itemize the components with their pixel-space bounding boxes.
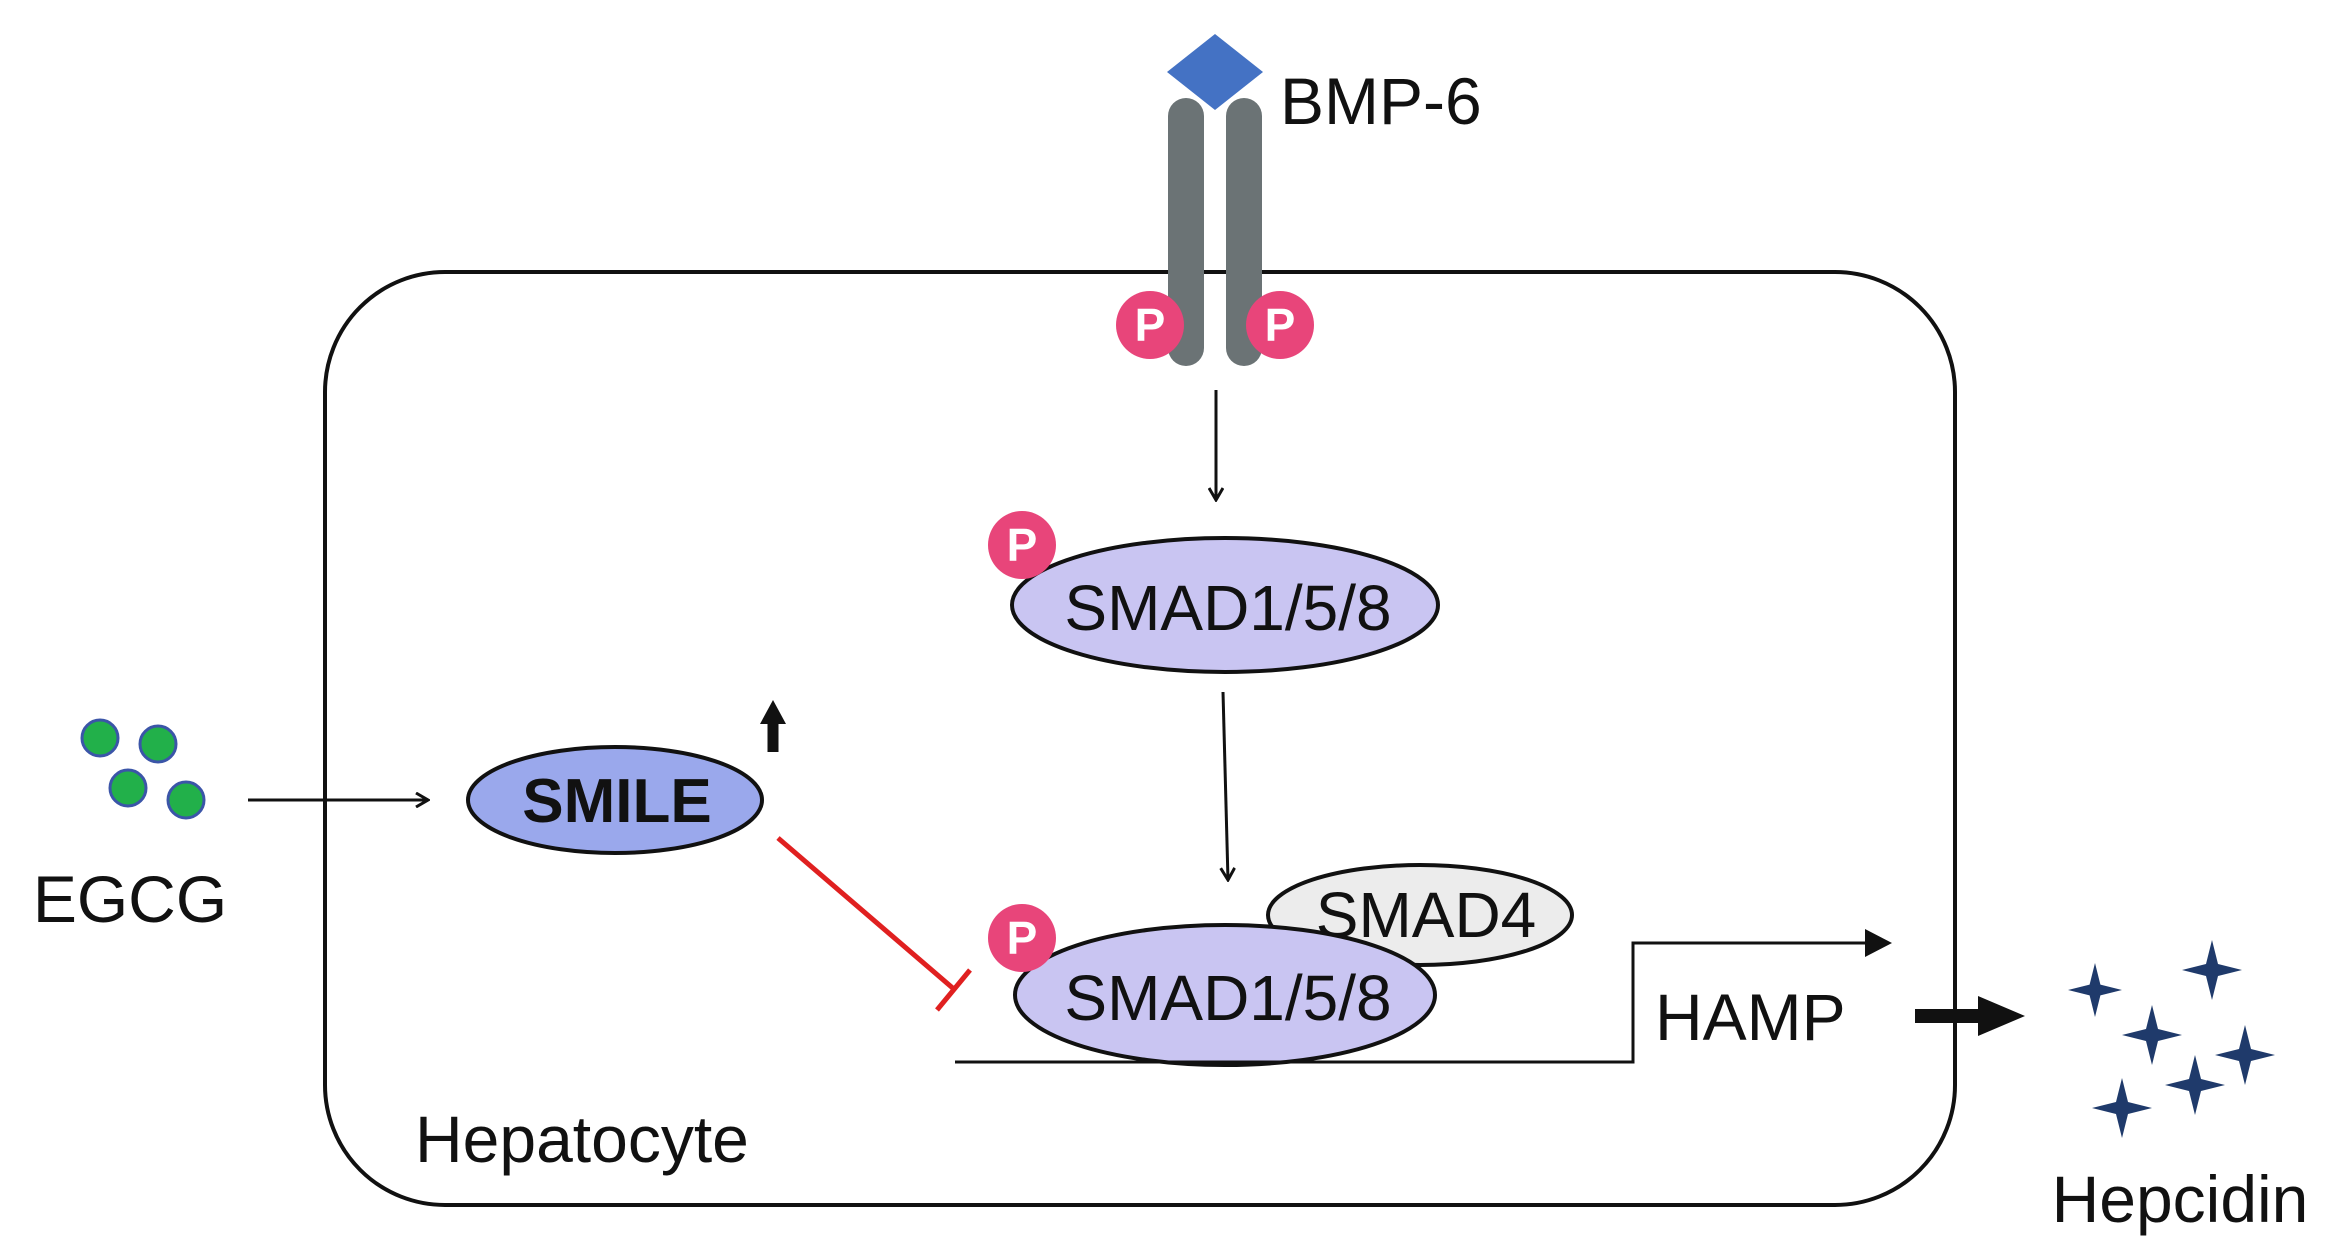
hepcidin-label: Hepcidin: [2052, 1162, 2309, 1236]
bmp6-label: BMP-6: [1280, 64, 1482, 138]
smad-to-complex-arrow: [1223, 691, 1228, 880]
hepatocyte-label: Hepatocyte: [415, 1102, 749, 1176]
smile-upregulation-arrow-icon: [760, 700, 786, 752]
hamp-label: HAMP: [1655, 980, 1846, 1054]
smad158-top-label: SMAD1/5/8: [1064, 572, 1391, 644]
bmp-receptor: [1168, 98, 1262, 366]
smad-bottom-phospho-icon: P: [988, 904, 1056, 972]
egcg-molecule-icon: [80, 718, 206, 820]
hepcidin-star-icon: [2092, 1078, 2152, 1138]
smad158-bottom-node: [1013, 923, 1437, 1067]
hamp-gene-line: [955, 941, 1880, 1064]
svg-text:P: P: [1265, 299, 1296, 351]
hepcidin-star-cluster: [2068, 940, 2275, 1138]
receptor-right-chain: [1226, 98, 1262, 366]
hepatocyte-cell-boundary: [323, 270, 1957, 1207]
hepcidin-star-icon: [2165, 1055, 2225, 1115]
receptor-left-chain: [1168, 98, 1204, 366]
egcg-label: EGCG: [33, 862, 227, 936]
receptor-phospho-left-icon: P: [1116, 291, 1184, 359]
hepcidin-star-icon: [2215, 1025, 2275, 1085]
hepcidin-star-icon: [2122, 1005, 2182, 1065]
smad-top-phospho-icon: P: [988, 511, 1056, 579]
hepcidin-star-icon: [2182, 940, 2242, 1000]
hamp-to-hepcidin-arrowhead: [1978, 996, 2025, 1036]
bmp6-diamond-icon: [1167, 34, 1263, 110]
svg-text:P: P: [1007, 519, 1038, 571]
smile-node: [466, 745, 764, 855]
smile-inhibits-smad-line: [776, 836, 972, 1012]
transcription-arrowhead: [1865, 929, 1892, 957]
svg-text:P: P: [1135, 299, 1166, 351]
smad158-top-node: [1010, 536, 1440, 674]
smad158-bottom-label: SMAD1/5/8: [1064, 962, 1391, 1034]
smile-label: SMILE: [522, 767, 711, 836]
svg-text:P: P: [1007, 912, 1038, 964]
hepcidin-star-icon: [2068, 963, 2122, 1017]
receptor-phospho-right-icon: P: [1246, 291, 1314, 359]
